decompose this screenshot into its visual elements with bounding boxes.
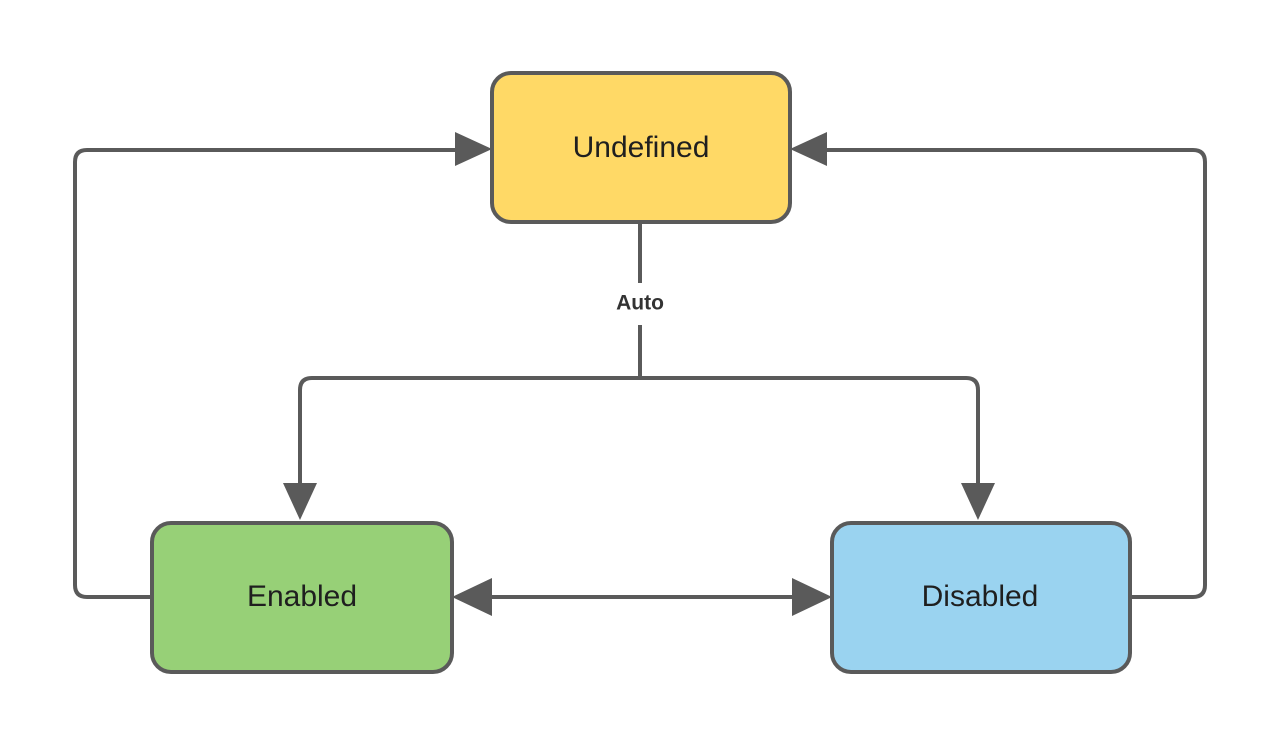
auto-label-backdrop [592,283,688,325]
edge-path-disabled-to-undefined [825,148,1207,599]
node-disabled[interactable]: Disabled [830,521,1132,674]
node-enabled[interactable]: Enabled [150,521,454,674]
arrow-head-into-undefined-left [455,132,492,166]
arrow-head-into-enabled-right [452,578,492,616]
arrow-head-into-disabled-top [961,483,995,520]
edge-enabled-disabled[interactable] [452,578,832,616]
arrow-head-into-disabled-left [792,578,832,616]
arrow-head-into-enabled-top [283,483,317,520]
edge-path-undefined-to-enabled [298,376,640,483]
edge-undefined-to-enabled[interactable] [283,376,640,520]
node-undefined[interactable]: Undefined [490,71,792,224]
node-enabled-shape [150,521,454,674]
node-undefined-shape [490,71,792,224]
node-disabled-shape [830,521,1132,674]
arrow-head-into-undefined-right [790,132,827,166]
edge-path-enabled-to-undefined [73,148,457,599]
edge-disabled-to-undefined[interactable] [790,132,1207,599]
edge-undefined-to-disabled[interactable] [640,376,995,520]
edge-enabled-to-undefined[interactable] [73,132,492,599]
edge-path-undefined-to-disabled [640,376,980,483]
